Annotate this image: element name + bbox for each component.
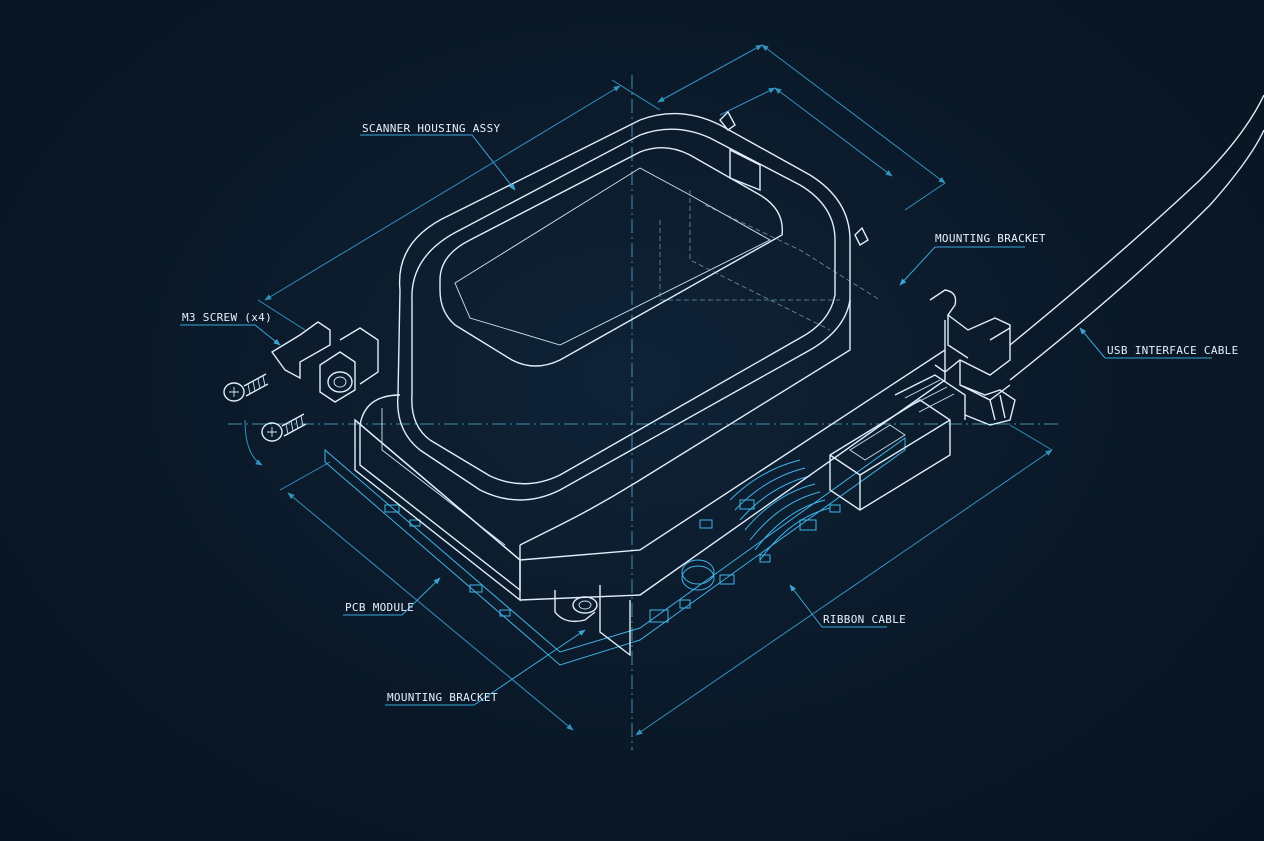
- pcb-module: [324, 437, 906, 666]
- m3-screws: [223, 321, 379, 442]
- label-mounting-bracket-right: MOUNTING BRACKET: [935, 232, 1046, 245]
- centerlines: [228, 75, 1060, 750]
- leader-lines: [180, 134, 1212, 706]
- usb-interface-cable: [1009, 94, 1264, 381]
- label-scanner-housing: SCANNER HOUSING ASSY: [362, 122, 501, 135]
- scanner-housing: [359, 110, 881, 592]
- label-mounting-bracket-bottom: MOUNTING BRACKET: [387, 691, 498, 704]
- ribbon-cable: [729, 459, 831, 561]
- mounting-bracket-right: [929, 289, 1011, 401]
- dimension-lines: [244, 44, 1053, 736]
- label-usb-cable: USB INTERFACE CABLE: [1107, 344, 1239, 357]
- label-m3-screw: M3 SCREW (x4): [182, 311, 272, 324]
- label-pcb-module: PCB MODULE: [345, 601, 414, 614]
- usb-connector: [829, 374, 1016, 511]
- screw-1: [223, 373, 269, 402]
- screw-bracket-left: [270, 321, 379, 403]
- label-ribbon-cable: RIBBON CABLE: [823, 613, 906, 626]
- mounting-bracket-base: [354, 320, 946, 657]
- screw-2: [261, 413, 307, 442]
